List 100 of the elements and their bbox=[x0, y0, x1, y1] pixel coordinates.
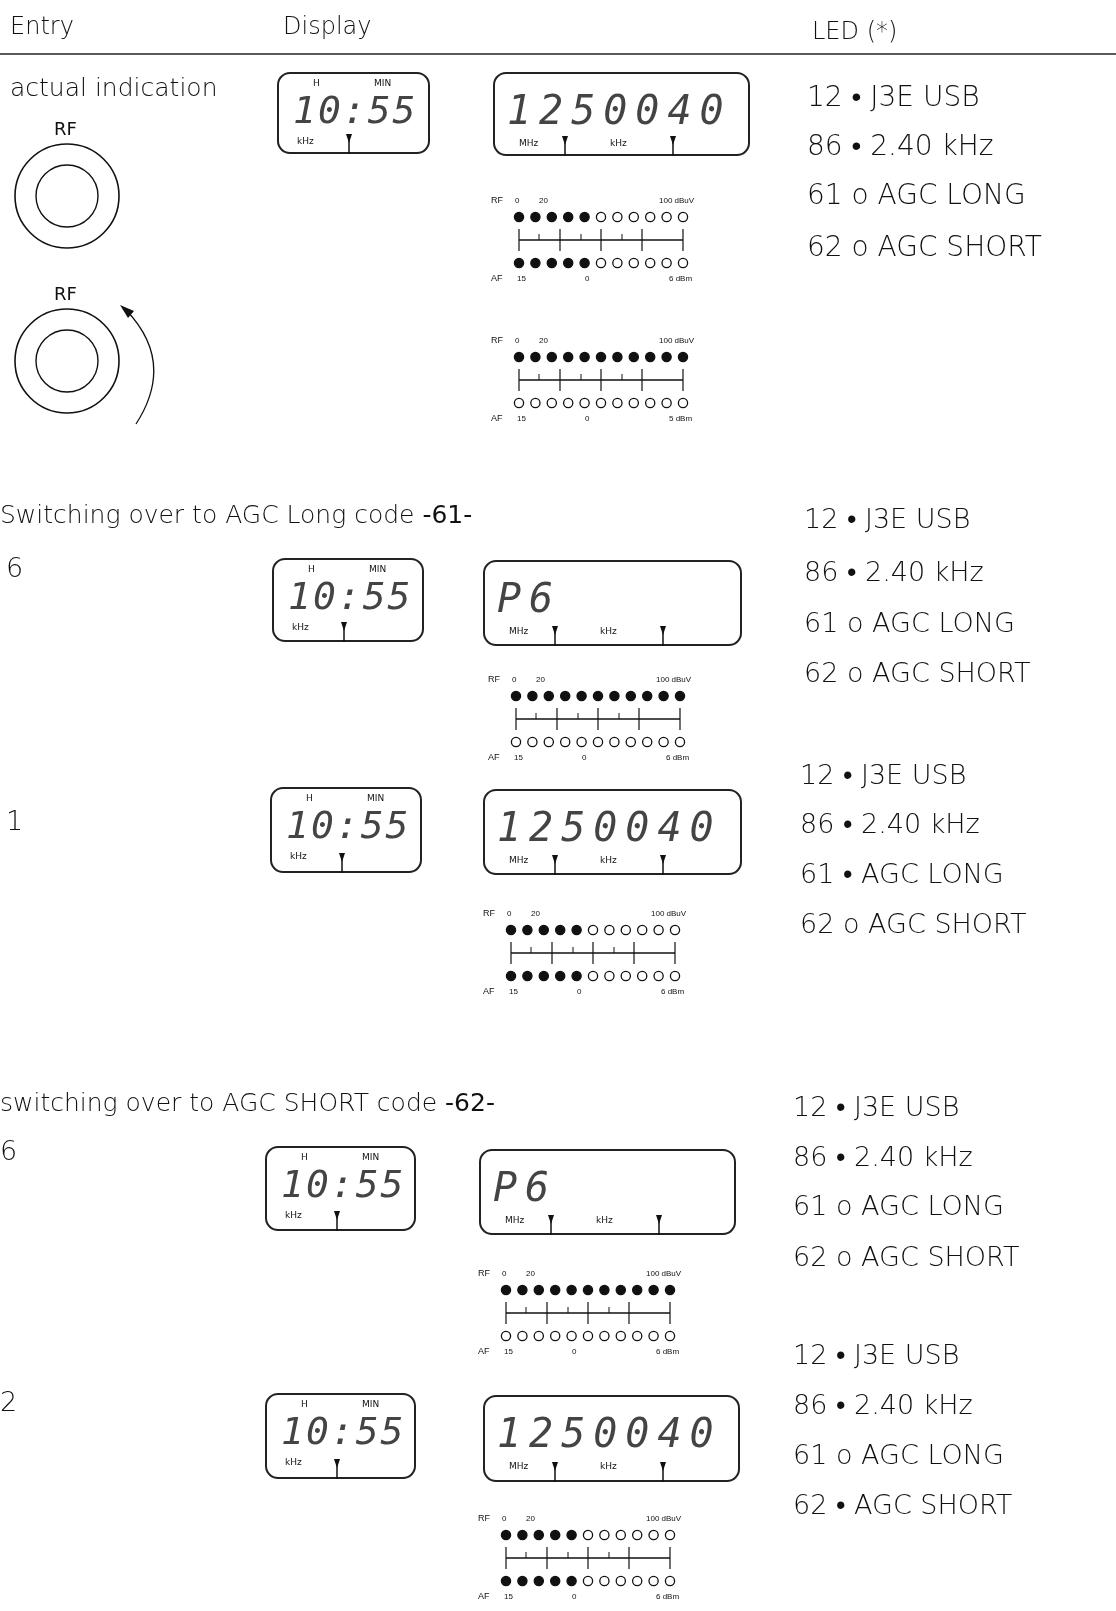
lcd-time-display bbox=[272, 558, 424, 642]
scale-label: 100 dBuV bbox=[646, 1515, 682, 1523]
scale-label: 0 bbox=[502, 1515, 507, 1523]
lcd-frequency-display bbox=[483, 560, 742, 646]
scale-label: 20 bbox=[531, 910, 540, 918]
unit-label: kHz bbox=[285, 1211, 302, 1220]
meter-label: AF bbox=[488, 753, 500, 762]
scale-label: 0 bbox=[572, 1593, 577, 1601]
scale-label: 0 bbox=[585, 275, 590, 283]
segment-digits: 1250040 bbox=[497, 807, 722, 847]
led-status: 12 • J3E USB bbox=[793, 1091, 960, 1123]
segment-digits: 10:55 bbox=[288, 577, 413, 615]
scale-label: 15 bbox=[514, 754, 523, 762]
unit-label: MHz bbox=[505, 1216, 525, 1225]
scale-label: 0 bbox=[515, 197, 520, 205]
led-status: 62 o AGC SHORT bbox=[804, 657, 1031, 688]
unit-label: H bbox=[301, 1153, 308, 1162]
unit-label: H bbox=[306, 794, 313, 803]
segment-digits: 10:55 bbox=[293, 91, 418, 129]
scale-label: 5 dBm bbox=[669, 415, 693, 423]
led-status: 61 o AGC LONG bbox=[804, 607, 1015, 638]
meter-label: RF bbox=[478, 1514, 490, 1523]
scale-label: 0 bbox=[572, 1348, 577, 1356]
scale-label: 15 bbox=[517, 275, 526, 283]
led-status: 86 • 2.40 kHz bbox=[800, 808, 980, 840]
led-status: 61 o AGC LONG bbox=[807, 178, 1026, 211]
segment-digits: 1250040 bbox=[507, 90, 732, 130]
unit-label: H bbox=[313, 79, 320, 88]
lcd-time-display bbox=[277, 72, 430, 154]
scale-label: 100 dBuV bbox=[659, 337, 695, 345]
scale-label: 20 bbox=[526, 1270, 535, 1278]
lcd-time-display bbox=[265, 1393, 416, 1479]
unit-label: H bbox=[308, 565, 315, 574]
scale-label: 6 dBm bbox=[656, 1348, 680, 1356]
meter-label: AF bbox=[483, 987, 495, 996]
scale-label: 0 bbox=[585, 415, 590, 423]
meter-label: RF bbox=[483, 909, 495, 918]
meter-label: AF bbox=[491, 414, 503, 423]
unit-label: kHz bbox=[285, 1458, 302, 1467]
unit-label: MHz bbox=[509, 1462, 529, 1471]
meter-label: AF bbox=[478, 1592, 490, 1601]
segment-digits: P6 bbox=[497, 578, 562, 618]
unit-label: kHz bbox=[610, 139, 627, 148]
scale-label: 0 bbox=[582, 754, 587, 762]
scale-label: 6 dBm bbox=[666, 754, 690, 762]
segment-digits: P6 bbox=[493, 1167, 558, 1207]
segment-digits: 10:55 bbox=[286, 806, 411, 844]
led-status: 62 o AGC SHORT bbox=[793, 1241, 1020, 1272]
scale-label: 6 dBm bbox=[656, 1593, 680, 1601]
scale-label: 15 bbox=[517, 415, 526, 423]
knob-label: RF bbox=[54, 120, 77, 138]
unit-label: MIN bbox=[362, 1400, 380, 1409]
led-status: 12 • J3E USB bbox=[800, 759, 967, 791]
led-status: 62 o AGC SHORT bbox=[807, 230, 1042, 263]
scale-label: 0 bbox=[515, 337, 520, 345]
led-status: 12 • J3E USB bbox=[793, 1339, 960, 1371]
meter-label: AF bbox=[478, 1347, 490, 1356]
lcd-frequency-display bbox=[483, 789, 742, 875]
unit-label: MHz bbox=[509, 856, 529, 865]
step-heading: Switching over to AGC Long code -61- bbox=[0, 500, 473, 529]
led-status: 61 o AGC LONG bbox=[793, 1439, 1004, 1470]
unit-label: kHz bbox=[600, 856, 617, 865]
scale-label: 0 bbox=[512, 676, 517, 684]
unit-label: MHz bbox=[519, 139, 539, 148]
unit-label: kHz bbox=[596, 1216, 613, 1225]
scale-label: 0 bbox=[507, 910, 512, 918]
scale-label: 0 bbox=[502, 1270, 507, 1278]
scale-label: 6 dBm bbox=[661, 988, 685, 996]
column-heading: Display bbox=[283, 12, 372, 40]
scale-label: 20 bbox=[536, 676, 545, 684]
meter-label: RF bbox=[478, 1269, 490, 1278]
unit-label: MIN bbox=[369, 565, 387, 574]
led-status: 86 • 2.40 kHz bbox=[804, 556, 984, 588]
scale-label: 20 bbox=[539, 337, 548, 345]
scale-label: 20 bbox=[539, 197, 548, 205]
column-heading: Entry bbox=[10, 12, 74, 40]
meter-label: RF bbox=[491, 336, 503, 345]
led-status: 12 • J3E USB bbox=[807, 80, 980, 113]
lcd-time-display bbox=[270, 787, 422, 873]
scale-label: 20 bbox=[526, 1515, 535, 1523]
unit-label: kHz bbox=[600, 627, 617, 636]
unit-label: MIN bbox=[362, 1153, 380, 1162]
step-heading: switching over to AGC SHORT code -62- bbox=[0, 1088, 495, 1117]
unit-label: MIN bbox=[374, 79, 392, 88]
led-status: 86 • 2.40 kHz bbox=[793, 1389, 973, 1421]
entry-key: 1 bbox=[6, 805, 24, 836]
scale-label: 15 bbox=[509, 988, 518, 996]
meter-label: RF bbox=[488, 675, 500, 684]
scale-label: 100 dBuV bbox=[651, 910, 687, 918]
scale-label: 15 bbox=[504, 1593, 513, 1601]
meter-label: RF bbox=[491, 196, 503, 205]
segment-digits: 1250040 bbox=[497, 1413, 722, 1453]
segment-digits: 10:55 bbox=[281, 1412, 406, 1450]
led-status: 86 • 2.40 kHz bbox=[807, 129, 994, 162]
column-heading: LED (*) bbox=[812, 17, 898, 45]
scale-label: 0 bbox=[577, 988, 582, 996]
unit-label: kHz bbox=[297, 137, 314, 146]
led-status: 62 o AGC SHORT bbox=[800, 908, 1027, 939]
entry-text: actual indication bbox=[10, 73, 218, 102]
lcd-frequency-display bbox=[493, 72, 750, 156]
